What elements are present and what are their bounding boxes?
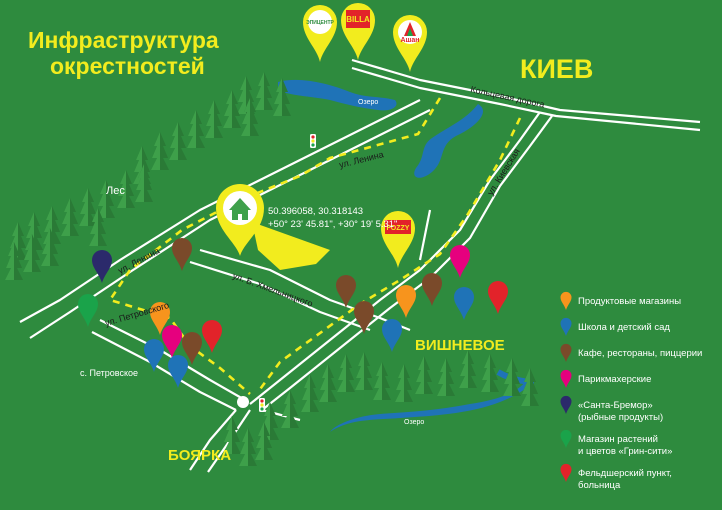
place-label-forest: Лес (106, 185, 125, 197)
roundabout (237, 396, 249, 408)
city-label-kiev: КИЕВ (520, 54, 593, 84)
legend-item: Кафе, рестораны, пиццерии (560, 343, 702, 362)
city-label-vishnevoe: ВИШНЕВОЕ (415, 337, 505, 354)
city-label-boyarka: БОЯРКА (168, 447, 231, 464)
home-pin-icon (216, 184, 264, 256)
legend-label: Кафе, рестораны, пиццерии (578, 348, 702, 359)
billa-logo-text: BILLA (346, 15, 370, 24)
billa-pin-icon: BILLA (341, 3, 375, 60)
legend-label: Парикмахерские (578, 374, 651, 385)
lake-north (278, 79, 397, 111)
traffic-light-north-icon (310, 134, 316, 148)
legend-label: Фельдшерский пункт, (578, 468, 672, 479)
legend-label: Магазин растений (578, 434, 658, 445)
place-label-petrovskoe: с. Петровское (80, 368, 138, 378)
legend-item: «Санта-Бремор»(рыбные продукты) (560, 395, 663, 423)
fozzy-pin-icon: FOZZY (381, 211, 415, 268)
fozzy-logo-text: FOZZY (387, 225, 410, 232)
legend-label: Продуктовые магазины (578, 296, 681, 307)
legend-item: Парикмахерские (560, 369, 651, 388)
lake-south (330, 378, 531, 432)
epicentr-logo-text: ЭПИЦЕНТР (306, 20, 334, 26)
coordinates-decimal: 50.396058, 30.318143 (268, 206, 363, 217)
target-area (252, 222, 330, 270)
coordinates-dms: +50° 23' 45.81", +30° 19' 5.31" (268, 219, 397, 230)
legend-label: (рыбные продукты) (578, 412, 663, 423)
legend-label: и цветов «Грин-сити» (578, 446, 672, 457)
legend-label: «Санта-Бремор» (578, 400, 653, 411)
traffic-light-south-icon (259, 398, 265, 412)
legend-label: Школа и детский сад (578, 322, 670, 333)
page-title-line2: окрестностей (50, 53, 205, 79)
legend-item: Фельдшерский пункт,больница (560, 463, 672, 491)
river-east (414, 104, 483, 178)
legend-item: Продуктовые магазины (560, 291, 681, 310)
legend-item: Школа и детский сад (560, 317, 670, 336)
lake-label-north: Озеро (358, 99, 378, 106)
route-dashed (107, 97, 522, 395)
epicentr-pin-icon: ЭПИЦЕНТР (303, 5, 337, 62)
lake-label-south: Озеро (404, 419, 424, 426)
auchan-pin-icon: Ашан (393, 15, 427, 72)
auchan-logo-text: Ашан (400, 37, 419, 44)
legend-label: больница (578, 480, 621, 491)
page-title-line1: Инфраструктура (28, 27, 219, 53)
